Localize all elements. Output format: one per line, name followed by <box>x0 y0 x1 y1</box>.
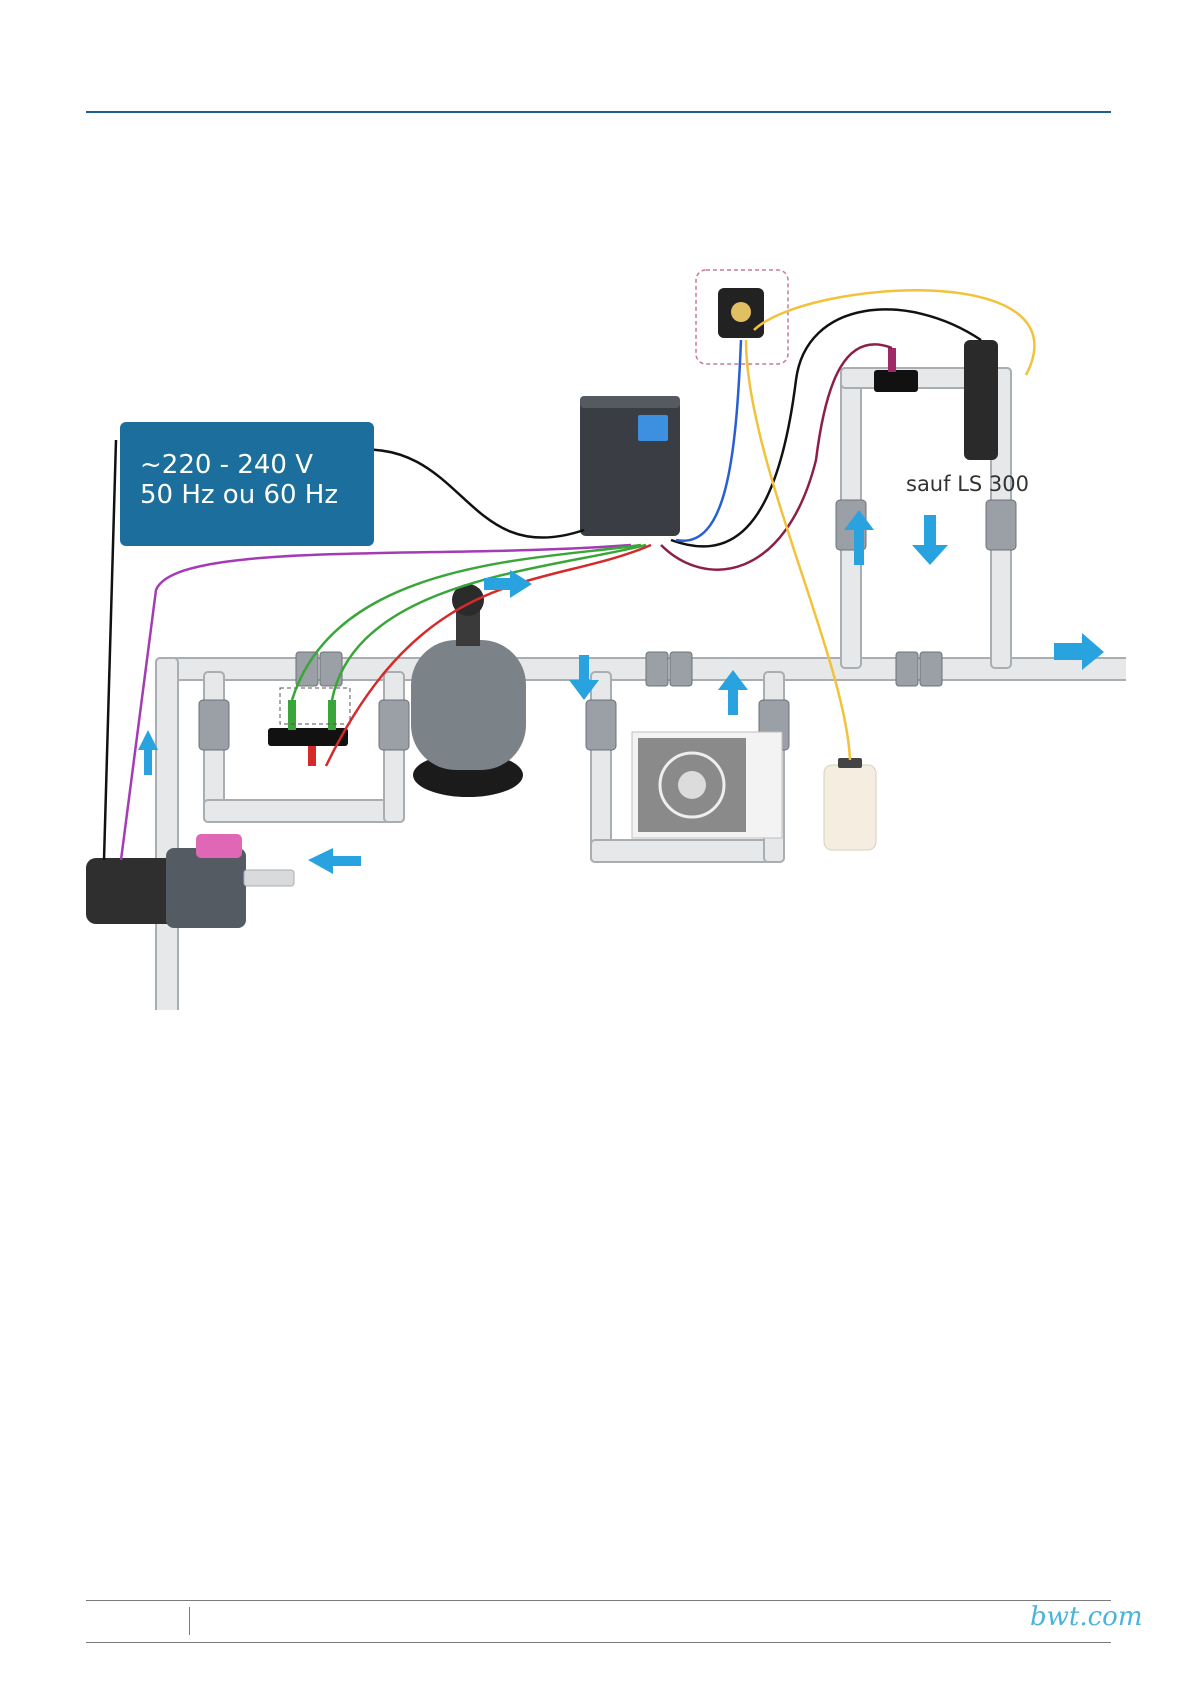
bypass-label: sauf LS 300 <box>906 472 1029 496</box>
cable-pump-black <box>104 440 116 860</box>
chemical-canister <box>824 758 876 850</box>
control-unit <box>580 396 680 536</box>
footer-rule-top <box>86 1600 1111 1601</box>
arrow-left <box>308 848 361 874</box>
cable-power <box>354 449 584 537</box>
heat-pump <box>632 732 782 838</box>
sand-filter <box>411 584 526 797</box>
circulation-pump <box>86 834 294 928</box>
arrow-down <box>912 515 948 565</box>
power-supply-label: ~220 - 240 V 50 Hz ou 60 Hz <box>120 422 374 546</box>
footer-rule-bottom <box>86 1642 1111 1643</box>
cable-yellow-1 <box>746 340 850 760</box>
bwt-logo: bwt.com <box>1030 1602 1142 1632</box>
header-rule <box>86 111 1111 113</box>
pool-installation-diagram <box>86 260 1126 1010</box>
cable-blue <box>676 340 741 541</box>
electrolysis-cell <box>874 340 998 460</box>
frequency-label: 50 Hz ou 60 Hz <box>140 480 338 510</box>
footer-divider <box>189 1607 190 1635</box>
voltage-label: ~220 - 240 V <box>140 450 313 480</box>
probe-holder <box>268 688 350 766</box>
